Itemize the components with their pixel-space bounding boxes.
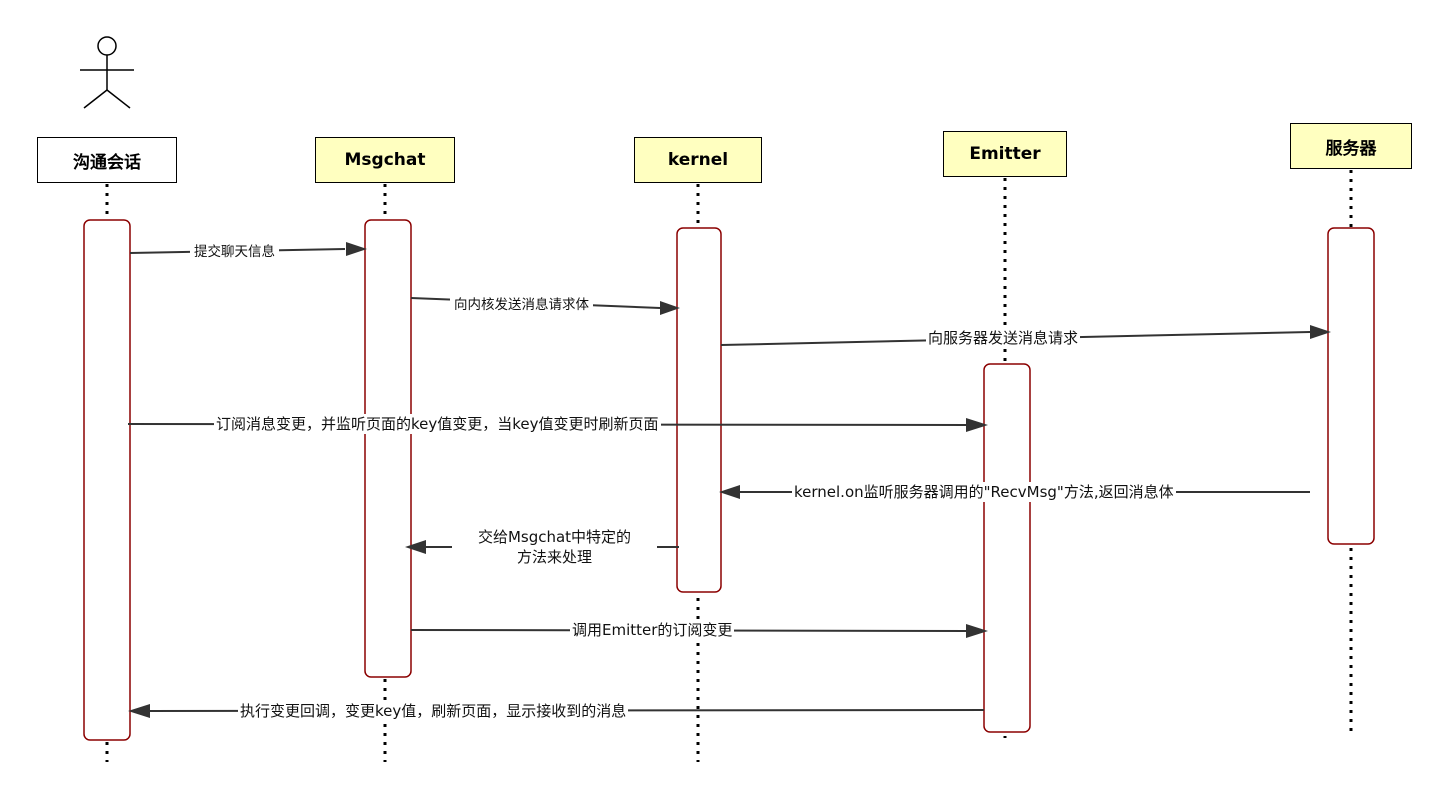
arrowhead-m4	[966, 418, 988, 432]
arrowhead-m2	[660, 301, 680, 315]
arrowhead-m7	[966, 624, 988, 638]
participant-server: 服务器	[1290, 123, 1412, 169]
message-label-m4: 订阅消息变更，并监听页面的key值变更，当key值变更时刷新页面	[214, 414, 661, 434]
participant-chat: 沟通会话	[37, 137, 177, 183]
arrowhead-m5	[719, 485, 740, 499]
message-label-m8: 执行变更回调，变更key值，刷新页面，显示接收到的消息	[238, 701, 629, 721]
arrowhead-m6	[405, 540, 426, 554]
message-label-m7: 调用Emitter的订阅变更	[570, 620, 735, 640]
activation-chat	[83, 219, 131, 741]
message-label-m1: 提交聊天信息	[190, 242, 279, 262]
activation-msgchat	[364, 219, 412, 678]
message-label-m6: 交给Msgchat中特定的 方法来处理	[452, 527, 657, 567]
message-label-m5: kernel.on监听服务器调用的"RecvMsg"方法,返回消息体	[792, 482, 1176, 502]
actor-icon	[80, 36, 134, 109]
participant-emitter: Emitter	[943, 131, 1067, 177]
message-label-m2: 向内核发送消息请求体	[450, 295, 593, 315]
participant-msgchat: Msgchat	[315, 137, 455, 183]
activation-kernel	[676, 227, 722, 593]
arrowhead-m1	[346, 242, 367, 256]
activation-server	[1327, 227, 1375, 545]
arrowhead-m8	[128, 704, 150, 718]
activation-emitter	[983, 363, 1031, 733]
participant-kernel: kernel	[634, 137, 762, 183]
message-label-m3: 向服务器发送消息请求	[926, 328, 1081, 348]
arrowhead-m3	[1310, 325, 1331, 339]
